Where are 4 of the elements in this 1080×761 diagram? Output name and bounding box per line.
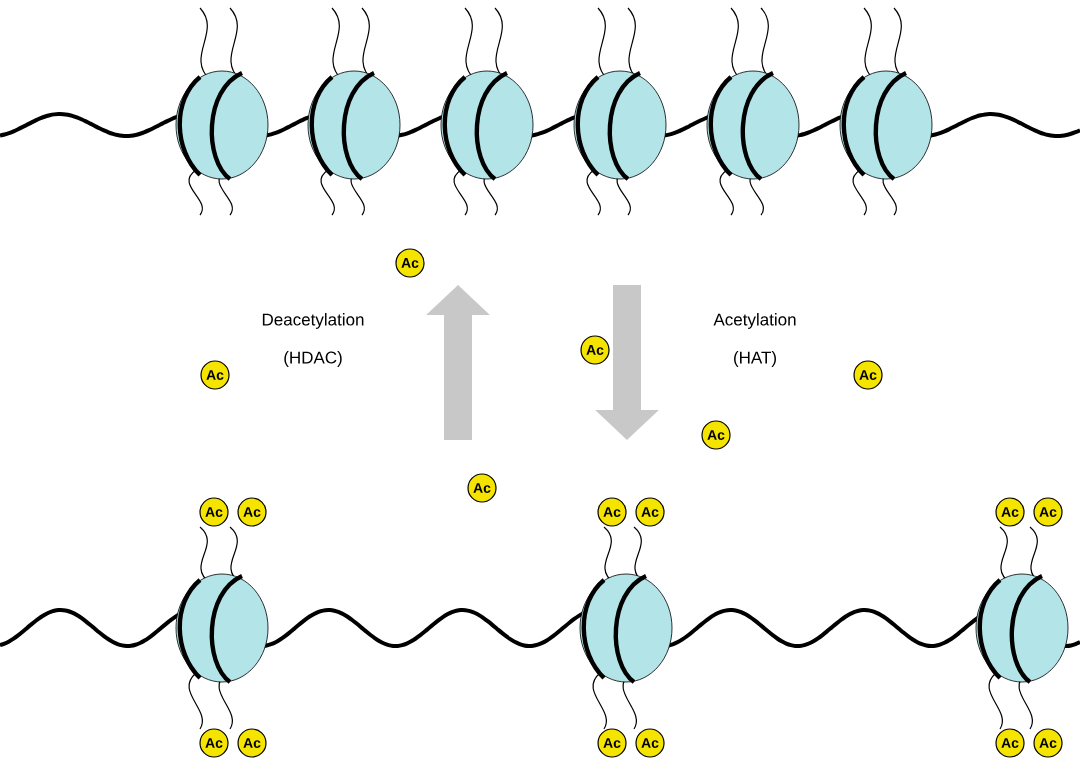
process-label: Acetylation (HAT) [713, 313, 796, 367]
chromatin-drawing [0, 7, 1080, 216]
chromatin-drawing [0, 526, 1080, 730]
process-label: Deacetylation (HDAC) [262, 313, 364, 367]
